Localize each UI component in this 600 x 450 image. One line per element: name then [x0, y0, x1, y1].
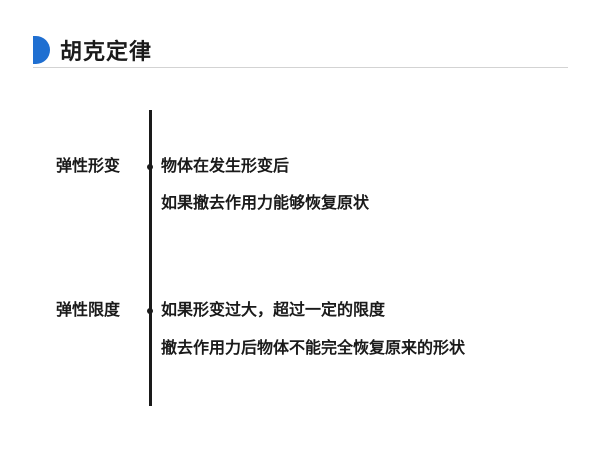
timeline-dot: [147, 164, 153, 170]
section-line: 如果形变过大，超过一定的限度: [161, 300, 386, 319]
title-bar: 胡克定律: [33, 34, 152, 66]
section-label-elastic-limit: 弹性限度: [56, 300, 121, 319]
section-line: 撤去作用力后物体不能完全恢复原来的形状: [161, 338, 466, 357]
title-accent-shape: [33, 36, 50, 64]
title-divider: [33, 67, 568, 68]
timeline-dot: [147, 308, 153, 314]
timeline-line: [149, 110, 152, 406]
page-title: 胡克定律: [60, 40, 153, 65]
section-label-elastic-deformation: 弹性形变: [56, 156, 121, 175]
section-line: 物体在发生形变后: [161, 156, 290, 175]
section-line: 如果撤去作用力能够恢复原状: [161, 193, 370, 212]
